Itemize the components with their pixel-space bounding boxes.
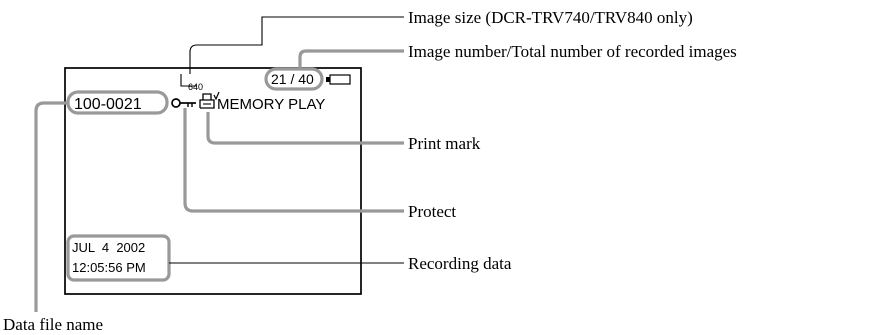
image-counter-callout [264, 67, 324, 91]
mode-label: MEMORY PLAY [217, 96, 325, 113]
data-file-number: 100-0021 [74, 96, 142, 113]
label-image-size: Image size (DCR-TRV740/TRV840 only) [408, 8, 693, 27]
label-image-number: Image number/Total number of recorded im… [408, 42, 737, 61]
label-data-file-name: Data file name [3, 315, 103, 334]
recording-date: JUL 4 2002 [72, 240, 145, 255]
leader-image-size [189, 16, 404, 74]
leader-image-number [298, 49, 404, 69]
image-counter: 21 / 40 [271, 71, 314, 87]
recording-time: 12:05:56 PM [72, 260, 146, 275]
label-protect: Protect [408, 202, 456, 221]
key-icon [171, 98, 196, 108]
leader-protect [183, 108, 404, 213]
label-recording-data: Recording data [408, 254, 512, 273]
leader-print-mark [206, 112, 404, 145]
image-size-value: 640 [188, 82, 203, 92]
lcd-screen-frame [64, 67, 362, 295]
printer-check-icon [199, 91, 220, 109]
image-size-frame-icon [180, 74, 197, 87]
recording-data-callout [66, 234, 171, 282]
leader-data-file-name [34, 101, 68, 312]
battery-icon [326, 74, 351, 85]
label-print-mark: Print mark [408, 134, 481, 153]
